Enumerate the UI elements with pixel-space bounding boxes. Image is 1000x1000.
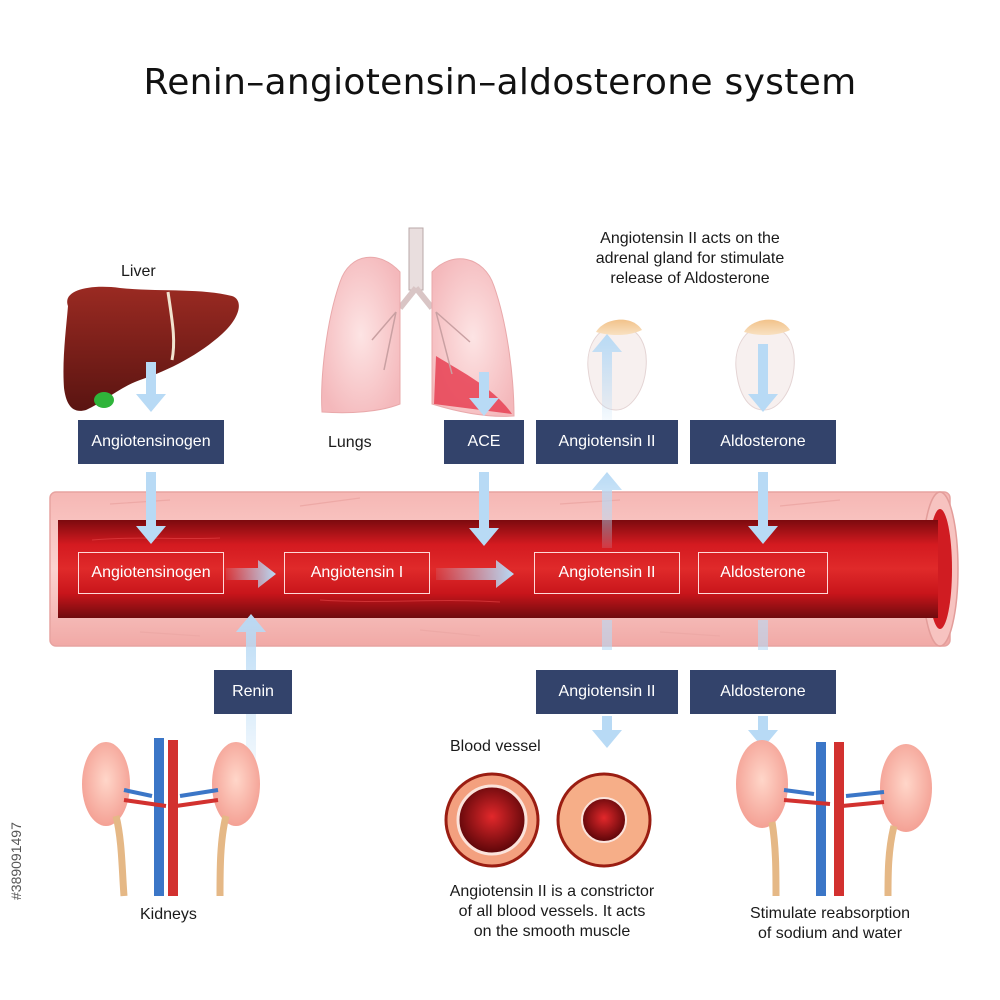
arrow-angiotensin-ii-up-to-adrenal	[592, 334, 622, 420]
angiotensinogen-top-box: Angiotensinogen	[78, 420, 224, 464]
ace-box: ACE	[444, 420, 524, 464]
angiotensinogen-vessel-box: Angiotensinogen	[78, 552, 224, 594]
liver-label: Liver	[121, 263, 156, 280]
constrictor-caption-line-2: of all blood vessels. It acts	[458, 903, 646, 920]
constrictor-caption-line-3: on the smooth muscle	[473, 923, 631, 940]
aldosterone-bottom-box: Aldosterone	[690, 670, 836, 714]
blood-vessel-constricted-illustration	[556, 772, 652, 868]
constrictor-caption-line-1: Angiotensin II is a constrictor	[449, 883, 655, 900]
arrow-lungs-down	[469, 372, 499, 416]
renin-box: Renin	[214, 670, 292, 714]
stock-id-label: #389091497	[8, 822, 24, 900]
adrenal-caption-line-2: adrenal gland for stimulate	[595, 250, 785, 267]
aldosterone-top-box: Aldosterone	[690, 420, 836, 464]
arrow-angiotensin-ii-up-from-vessel	[592, 472, 622, 548]
arrow-ace-down	[469, 472, 499, 546]
arrow-angiotensinogen-down	[136, 472, 166, 544]
reabsorption-caption-line-1: Stimulate reabsorption	[749, 905, 911, 922]
liver-illustration	[63, 286, 239, 411]
arrow-angiotensin-i-to-angiotensin-ii	[436, 560, 514, 588]
lungs-illustration	[321, 227, 515, 417]
arrow-angiotensinogen-to-angiotensin-i	[226, 560, 276, 588]
constrictor-caption: Angiotensin II is a constrictor of all b…	[412, 882, 692, 942]
angiotensin-ii-bottom-box: Angiotensin II	[536, 670, 678, 714]
adrenal-caption-line-3: release of Aldosterone	[610, 270, 770, 287]
arrow-aldosterone-to-kidneys	[748, 716, 778, 748]
blood-vessel-label: Blood vessel	[450, 738, 541, 755]
arrow-angiotensin-to-vessel	[592, 716, 622, 748]
lungs-label: Lungs	[328, 434, 372, 451]
arrow-aldosterone-down	[748, 472, 778, 544]
reabsorption-caption-line-2: of sodium and water	[757, 925, 903, 942]
aldosterone-vessel-box: Aldosterone	[698, 552, 828, 594]
adrenal-caption-line-1: Angiotensin II acts on the	[600, 230, 780, 247]
adrenal-caption: Angiotensin II acts on the adrenal gland…	[560, 229, 820, 289]
arrow-vessel-to-angiotensin-ii-bottom	[602, 620, 612, 650]
kidneys-label: Kidneys	[140, 906, 197, 923]
diagram-title: Renin–angiotensin–aldosterone system	[143, 62, 857, 103]
angiotensin-ii-vessel-box: Angiotensin II	[534, 552, 680, 594]
kidneys-left-illustration	[82, 738, 260, 897]
kidneys-right-illustration	[736, 740, 932, 897]
angiotensin-ii-top-box: Angiotensin II	[536, 420, 678, 464]
arrow-adrenal-down	[748, 344, 778, 412]
adrenal-gland-left-illustration	[587, 319, 647, 411]
arrow-liver-down	[136, 362, 166, 412]
blood-vessel-relaxed-illustration	[444, 772, 540, 868]
angiotensin-i-vessel-box: Angiotensin I	[284, 552, 430, 594]
arrow-vessel-to-aldosterone-bottom	[758, 620, 768, 650]
reabsorption-caption: Stimulate reabsorption of sodium and wat…	[720, 904, 940, 944]
